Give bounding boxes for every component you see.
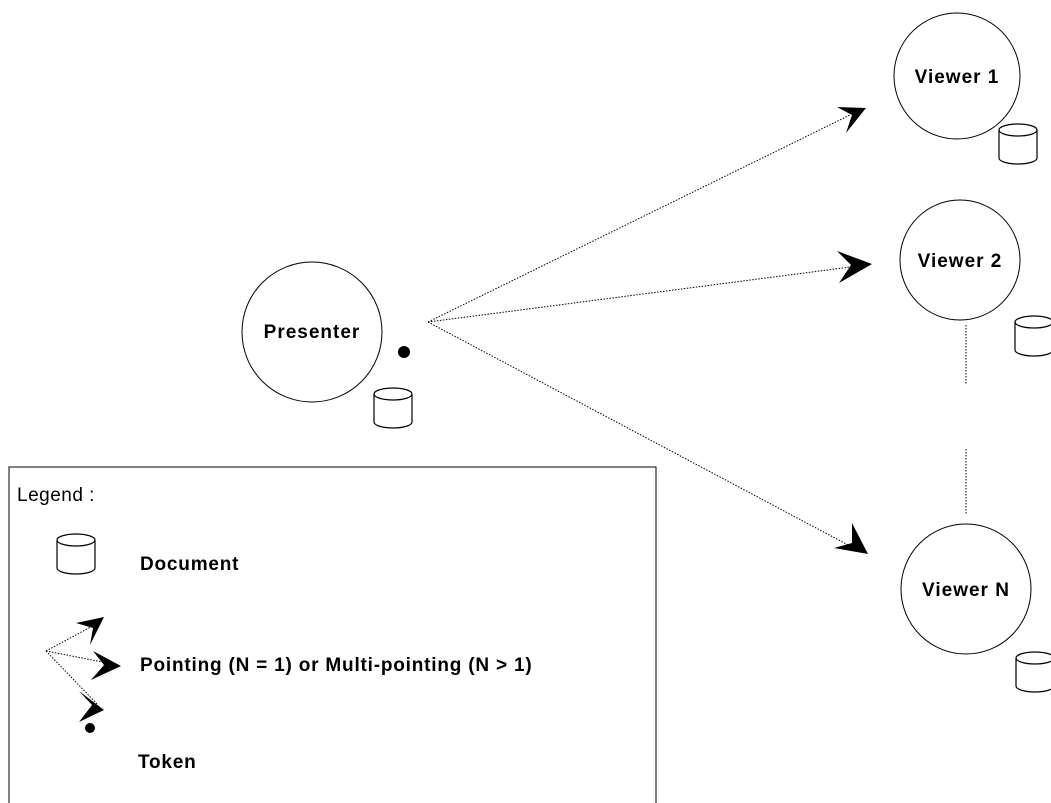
viewer2-circle <box>899 199 1021 321</box>
legend: Legend : Document Pointing (N = 1) or Mu… <box>8 466 657 803</box>
presenter-circle <box>241 261 383 403</box>
legend-pointing-icon <box>45 617 121 722</box>
legend-frame <box>8 466 657 803</box>
arrowhead-viewer2 <box>837 251 872 283</box>
legend-token-icon <box>85 723 95 733</box>
viewer2-node: Viewer 2 <box>899 199 1051 357</box>
presenter-label: Presenter <box>264 322 361 343</box>
arrow-to-viewerN <box>427 321 868 554</box>
viewerN-circle <box>900 523 1032 655</box>
viewer2-document-icon <box>1014 315 1051 357</box>
legend-document-icon <box>56 533 96 575</box>
arrow-to-viewer1 <box>427 107 866 323</box>
arrow-to-viewer2 <box>427 251 872 323</box>
viewerN-node: Viewer N <box>900 523 1051 693</box>
arrowhead-viewer1 <box>837 107 866 133</box>
presenter-document-icon <box>373 387 413 429</box>
viewer1-label: Viewer 1 <box>915 67 1000 88</box>
presenter-node: Presenter <box>241 261 413 429</box>
token-dot <box>398 346 410 358</box>
viewer1-node: Viewer 1 <box>893 12 1038 165</box>
legend-token-label: Token <box>138 752 197 773</box>
arrowhead-viewerN <box>834 523 868 554</box>
legend-pointing-label: Pointing (N = 1) or Multi-pointing (N > … <box>140 655 532 676</box>
viewer1-document-icon <box>998 123 1038 165</box>
viewerN-document-icon <box>1015 651 1051 693</box>
legend-document-label: Document <box>140 554 239 575</box>
legend-title: Legend : <box>17 485 95 506</box>
viewerN-label: Viewer N <box>922 580 1010 601</box>
viewer1-circle <box>893 12 1021 140</box>
viewer2-label: Viewer 2 <box>918 251 1003 272</box>
